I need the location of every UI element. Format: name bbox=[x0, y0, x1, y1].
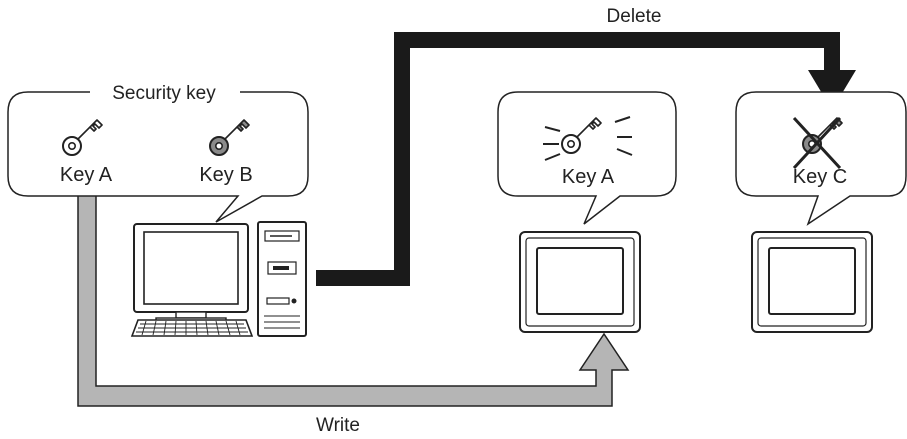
key-highlight-rays bbox=[543, 116, 633, 161]
gp2-key-callout bbox=[735, 91, 907, 226]
delete-label: Delete bbox=[607, 6, 662, 27]
pc-key-b-label: Key B bbox=[199, 164, 252, 186]
gp2-display-panel bbox=[751, 231, 873, 333]
computer-icon bbox=[130, 221, 307, 337]
write-label: Write bbox=[316, 415, 360, 436]
delete-arrow bbox=[316, 32, 856, 286]
crossed-out-icon bbox=[792, 116, 842, 170]
pc-key-a-label: Key A bbox=[60, 164, 113, 186]
gp1-key-callout bbox=[497, 91, 677, 225]
security-key-callout bbox=[7, 91, 309, 223]
write-arrow bbox=[77, 193, 630, 407]
gp2-key-label: Key C bbox=[793, 166, 847, 188]
security-key-title: Security key bbox=[112, 83, 216, 104]
gp1-display-panel bbox=[519, 231, 641, 333]
gp1-key-label: Key A bbox=[562, 166, 615, 188]
